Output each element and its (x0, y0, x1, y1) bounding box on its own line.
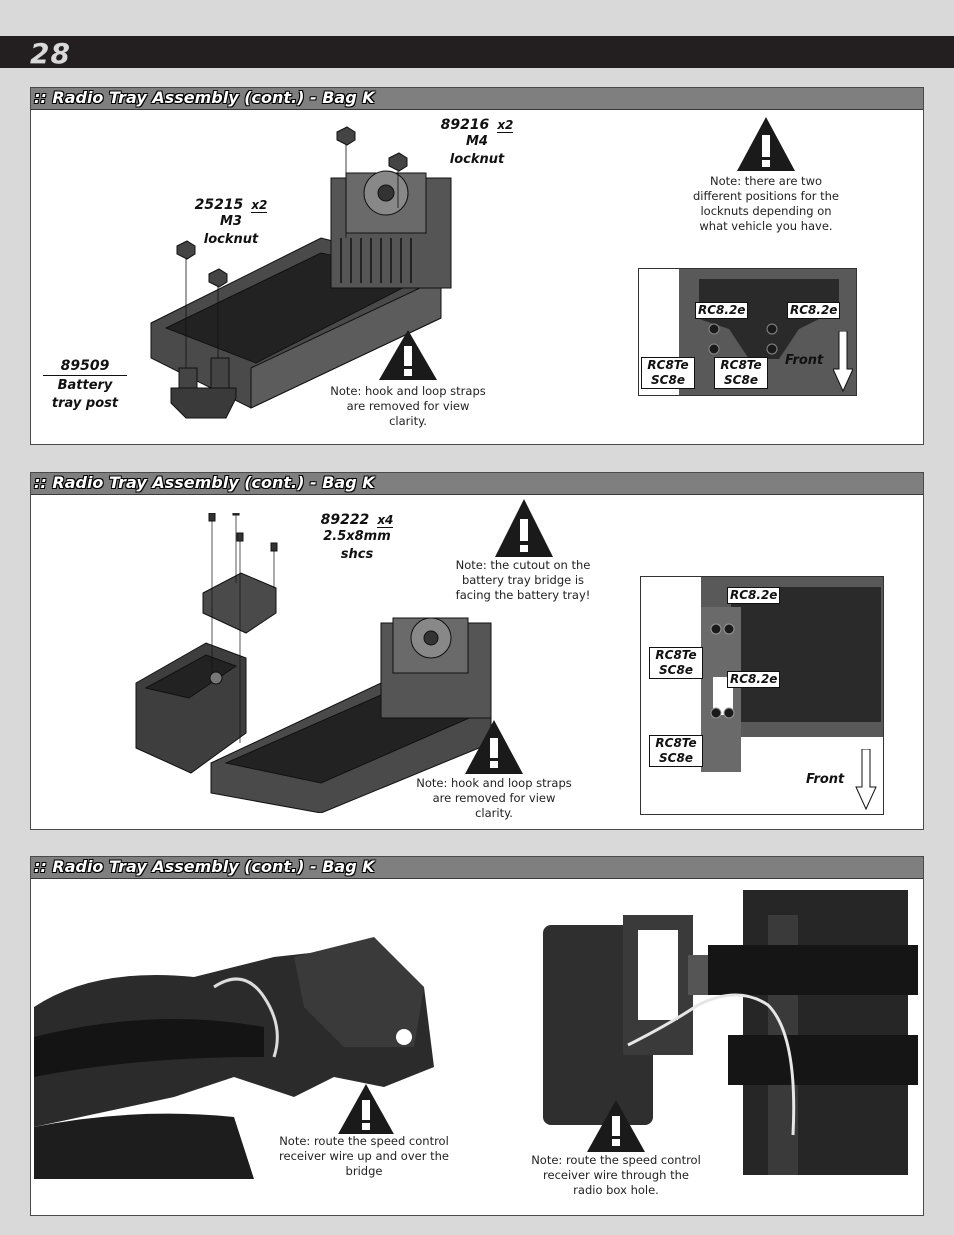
position-tag: RC8Te SC8e (641, 357, 695, 389)
part-qty: x4 (377, 513, 394, 528)
warning-triangle-icon (337, 1084, 395, 1136)
note-straps-removed: Note: hook and loop straps are removed f… (416, 776, 572, 820)
part-name-line1: M3 (220, 214, 242, 229)
position-tag: RC8Te SC8e (649, 735, 703, 767)
note-cutout-facing-tray: Note: the cutout on the battery tray bri… (455, 558, 591, 602)
part-qty: x2 (251, 198, 268, 213)
radio-box-and-tray-drawing (135, 513, 492, 813)
position-tag: RC8Te SC8e (714, 357, 768, 389)
part-name-line2: shcs (340, 547, 374, 562)
screw-position-inset: RC8.2e RC8Te SC8e RC8.2e RC8Te SC8e Fron… (640, 576, 884, 815)
warning-triangle-icon (465, 720, 523, 774)
page-number: 28 (30, 37, 71, 70)
warning-triangle-icon (495, 499, 553, 557)
part-number: 25215 (194, 197, 244, 213)
front-label: Front (785, 353, 824, 368)
position-tag: RC8.2e (727, 587, 781, 604)
part-name-line2: locknut (449, 152, 505, 167)
part-name-line1: 2.5x8mm (323, 529, 391, 544)
section-2-title-bar: :: Radio Tray Assembly (cont.) - Bag K (31, 473, 923, 495)
section-title: :: Radio Tray Assembly (cont.) - Bag K (34, 473, 375, 492)
down-arrow-icon (833, 331, 853, 393)
part-89509-label: 89509 Battery tray post (43, 358, 127, 413)
photo-wire-through-radio-box (528, 885, 918, 1177)
part-name-line2: tray post (51, 396, 119, 411)
front-label: Front (806, 772, 845, 787)
note-straps-removed: Note: hook and loop straps are removed f… (330, 384, 486, 428)
warning-triangle-icon (737, 117, 795, 171)
down-arrow-icon (855, 749, 877, 811)
note-wire-through-radio-box: Note: route the speed control receiver w… (527, 1153, 705, 1198)
part-name-line2: locknut (203, 232, 259, 247)
section-1-title-bar: :: Radio Tray Assembly (cont.) - Bag K (31, 88, 923, 110)
section-title: :: Radio Tray Assembly (cont.) - Bag K (34, 88, 375, 107)
part-number: 89222 (320, 512, 370, 528)
part-89222-label: 89222 x4 2.5x8mm shcs (307, 509, 407, 564)
position-tag: RC8Te SC8e (649, 647, 703, 679)
part-number: 89509 (60, 358, 110, 374)
top-margin (0, 0, 954, 36)
part-number: 89216 (440, 117, 490, 133)
page-header-bar (0, 36, 954, 68)
section-2-panel: :: Radio Tray Assembly (cont.) - Bag K (30, 472, 924, 830)
note-locknut-positions: Note: there are two different positions … (692, 174, 840, 233)
locknut-position-inset: RC8.2e RC8.2e RC8Te SC8e RC8Te SC8e Fron… (638, 268, 857, 396)
battery-tray-exploded-drawing (150, 126, 452, 419)
warning-triangle-icon (379, 330, 437, 380)
part-89216-label: 89216 x2 M4 locknut (431, 114, 523, 169)
warning-triangle-icon (587, 1100, 645, 1152)
photo-wire-over-bridge (34, 927, 444, 1179)
part-name-line1: M4 (466, 134, 488, 149)
position-tag: RC8.2e (787, 302, 841, 319)
section-title: :: Radio Tray Assembly (cont.) - Bag K (34, 857, 375, 876)
part-qty: x2 (497, 118, 514, 133)
part-25215-label: 25215 x2 M3 locknut (185, 194, 277, 249)
part-name-line1: Battery (57, 378, 113, 393)
position-tag: RC8.2e (695, 302, 749, 319)
position-tag: RC8.2e (727, 671, 781, 688)
section-3-panel: :: Radio Tray Assembly (cont.) - Bag K N… (30, 856, 924, 1216)
note-wire-over-bridge: Note: route the speed control receiver w… (274, 1134, 454, 1179)
section-1-panel: :: Radio Tray Assembly (cont.) - Bag K (30, 87, 924, 445)
section-3-title-bar: :: Radio Tray Assembly (cont.) - Bag K (31, 857, 923, 879)
